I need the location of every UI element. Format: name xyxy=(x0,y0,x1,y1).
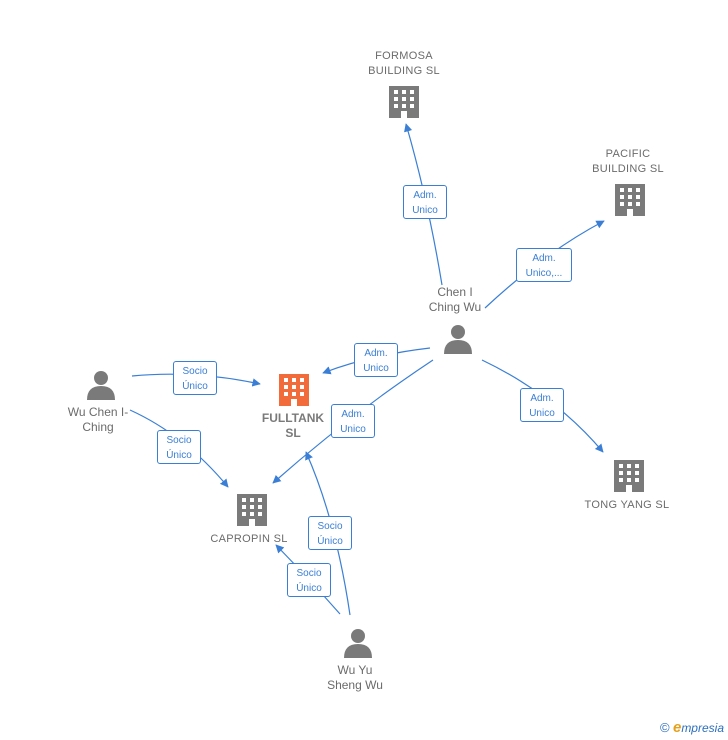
edge-label-wuchen-fulltank: Socio Único xyxy=(173,361,217,395)
edge-label-chen-formosa: Adm. Unico xyxy=(403,185,447,219)
building-icon xyxy=(615,184,645,216)
building-icon-focus xyxy=(279,374,309,406)
building-icon xyxy=(614,460,644,492)
node-label-formosa[interactable]: FORMOSA BUILDING SL xyxy=(368,50,440,77)
edge-label-chen-fulltank: Adm. Unico xyxy=(354,343,398,377)
edge-label-wuchen-capropin: Socio Único xyxy=(157,430,201,464)
edge-label-wuyu-fulltank: Socio Único xyxy=(308,516,352,550)
brand-name: mpresia xyxy=(681,721,724,735)
person-icon xyxy=(344,629,372,658)
copyright-icon: © xyxy=(660,720,670,735)
edge-label-chen-pacific: Adm. Unico,... xyxy=(516,248,572,282)
edge-label-wuyu-capropin: Socio Único xyxy=(287,563,331,597)
building-icon xyxy=(389,86,419,118)
edge-label-chen-tongyang: Adm. Unico xyxy=(520,388,564,422)
person-icon xyxy=(444,325,472,354)
node-label-fulltank[interactable]: FULLTANK SL xyxy=(261,411,325,440)
edge-label-chen-capropin: Adm. Unico xyxy=(331,404,375,438)
node-label-chen[interactable]: Chen I Ching Wu xyxy=(428,285,482,314)
node-label-tongyang[interactable]: TONG YANG SL xyxy=(584,499,670,511)
brand-footer[interactable]: © empresia xyxy=(660,719,724,736)
node-label-capropin[interactable]: CAPROPIN SL xyxy=(210,533,288,545)
building-icon xyxy=(237,494,267,526)
person-icon xyxy=(87,371,115,400)
brand-initial: e xyxy=(672,719,682,736)
node-label-wuchen[interactable]: Wu Chen I- Ching xyxy=(67,405,129,434)
node-label-pacific[interactable]: PACIFIC BUILDING SL xyxy=(592,148,664,175)
node-label-wuyu[interactable]: Wu Yu Sheng Wu xyxy=(327,663,383,692)
